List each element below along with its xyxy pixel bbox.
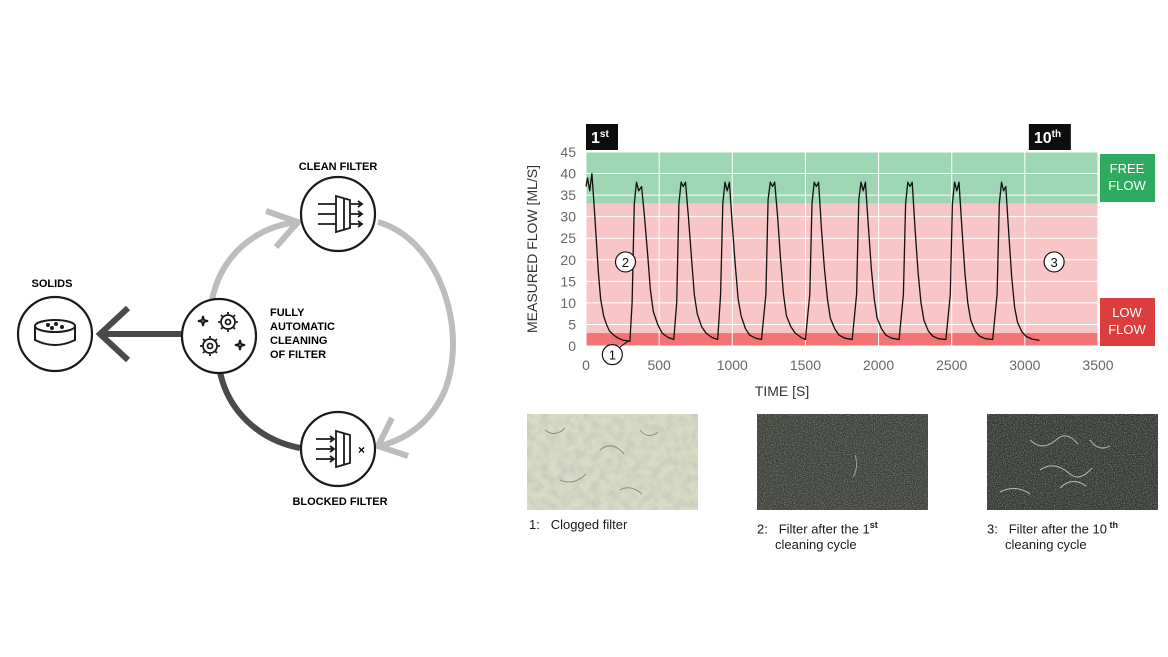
x-tick-2500: 2500 [936,357,967,373]
arrowhead-to-blocked-icon [373,416,409,459]
x-tick-500: 500 [647,357,671,373]
blocked-filter-node [299,410,377,488]
caption-3-text: Filter after the 10 [1008,521,1107,537]
marker-label-3: 3 [1050,255,1057,270]
x-tick-0: 0 [582,357,590,373]
cycle-arc-clean-to-blocked [377,219,456,449]
cycle-arc-cleaning-to-clean [209,219,298,301]
marker-circle-2 [614,251,637,273]
cleaning-label-line-2: AUTOMATIC [270,321,335,333]
y-tick-25: 25 [560,230,576,246]
y-tick-5: 5 [568,316,576,332]
x-tick-1500: 1500 [790,357,821,373]
x-tick-2000: 2000 [863,357,894,373]
flow-band-1 [586,203,1098,334]
caption-2-sup: st [869,520,878,530]
clean-filter-node [299,175,377,253]
band-tag-label-0-1: FLOW [1108,178,1146,193]
y-tick-35: 35 [560,187,576,203]
y-tick-15: 15 [560,273,576,289]
caption-photo-1: 1: Clogged filter [529,517,627,533]
solids-node [16,295,94,373]
arrowhead-to-solids-icon [95,305,131,363]
caption-2-text: Filter after the 1 [778,521,870,537]
cycle-tag-label-1: 10th [1034,129,1061,147]
x-tick-1000: 1000 [717,357,748,373]
y-tick-10: 10 [560,295,576,311]
clean-filter-label: CLEAN FILTER [299,161,378,173]
flow-series-line [585,172,1040,342]
y-tick-labels: 0 5 10 15 20 25 30 35 40 45 [560,144,576,354]
x-axis-label: TIME [S] [755,383,809,399]
solids-label: SOLIDS [32,278,73,290]
cycle-tag-label-0: 1st [591,129,609,147]
x-tick-3500: 3500 [1082,357,1113,373]
x-tick-3000: 3000 [1009,357,1040,373]
flow-bands [586,152,1098,346]
caption-photo-2: 2: Filter after the 1st cleaning cycle [757,517,878,553]
marker-circle-1 [601,344,623,366]
caption-3-sup: th [1106,520,1118,530]
caption-photo-3: 3: Filter after the 10 th cleaning cycle [987,517,1118,553]
y-tick-0: 0 [568,338,576,354]
photo-filter-after-10th-cycle [987,414,1158,510]
cycle-arc-blocked-to-cleaning [217,371,301,451]
flow-band-2 [586,333,1098,346]
x-tick-labels: 0 500 1000 1500 2000 2500 3000 3500 [582,357,1114,373]
marker-label-2: 2 [622,255,629,270]
blocked-filter-icon [316,429,351,469]
chart-grid [585,151,1099,347]
cycle-tag-bg-0 [586,124,618,150]
cleaning-label-line-4: OF FILTER [270,349,326,361]
y-tick-30: 30 [560,209,576,225]
cleaning-node [180,297,258,375]
band-tag-bg-0 [1100,154,1155,202]
blocked-mark-icon: × [358,443,365,457]
caption-3-line2: cleaning cycle [1005,537,1087,553]
cleaning-label-line-1: FULLY [270,307,305,319]
caption-3-number: 3: [987,521,998,537]
y-tick-20: 20 [560,252,576,268]
chart-markers: 1 2 3 [601,251,1065,366]
caption-1-text: Clogged filter [550,517,628,532]
band-tag-label-2-1: FLOW [1108,322,1146,337]
band-tag-label-2-0: LOW [1112,305,1142,320]
caption-2-line2: cleaning cycle [775,537,857,553]
caption-2-number: 2: [757,521,768,537]
caption-1-number: 1: [529,517,540,532]
photo-clogged-filter [527,414,698,510]
gears-icon [197,312,246,356]
cycle-tag-bg-1 [1028,124,1071,150]
arrowhead-to-clean-icon [265,208,304,249]
cycle-tags: 1st 10th [586,124,1071,150]
marker-1-leader-line [619,340,629,349]
marker-circle-3 [1043,251,1065,273]
marker-label-1: 1 [609,348,616,363]
band-tag-bg-2 [1100,298,1155,346]
y-axis-label: MEASURED FLOW [ML/S] [524,165,540,333]
band-tag-label-0-0: FREE [1110,161,1145,176]
photo-filter-after-1st-cycle [757,414,928,510]
clean-filter-icon [318,194,364,234]
y-tick-45: 45 [560,144,576,160]
cleaning-label-line-3: CLEANING [270,335,327,347]
blocked-filter-label: BLOCKED FILTER [292,496,387,508]
band-tags: FREE FLOW LOW FLOW [1100,154,1155,346]
cleaning-cycle-diagram: SOLIDS CLEAN FILTER FULLY AUTOMATIC CLEA… [16,161,456,508]
y-tick-40: 40 [560,166,576,182]
flow-band-0 [586,152,1098,204]
dish-icon [34,319,76,346]
